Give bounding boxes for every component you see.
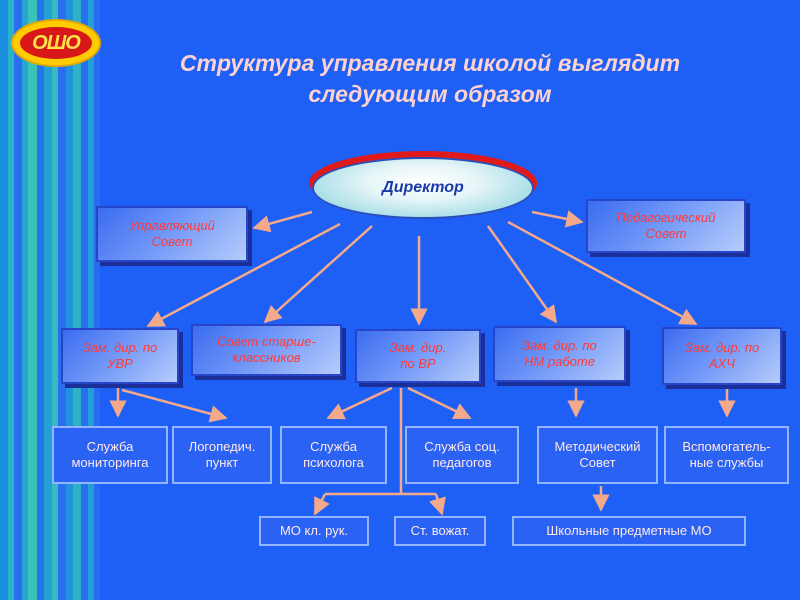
deputy-vr-line-2: по ВР (400, 356, 436, 371)
arrow-to-deputy-nm (486, 225, 558, 324)
governing-council-box: Управляющий Совет (96, 206, 248, 262)
monitoring-service-box: Служба мониторинга (52, 426, 168, 484)
speech-therapy-box: Логопедич. пункт (172, 426, 272, 484)
social-pedagogues-box: Служба соц. педагогов (405, 426, 519, 484)
pedagogical-council-line-1: Педагогический (616, 210, 716, 225)
auxiliary-services-line-2: ные службы (689, 455, 764, 470)
deputy-akhch-line-2: АХЧ (708, 356, 736, 371)
arrow-to-pedagogical-council (531, 210, 584, 228)
school-logo-text: ОШО (20, 27, 92, 59)
deputy-nm-line-2: НМ работе (524, 354, 595, 369)
senior-student-council-box: Совет старше- классников (191, 324, 342, 376)
senior-student-council-line-2: классников (232, 350, 301, 365)
speech-therapy-line-1: Логопедич. (188, 439, 256, 454)
page-title-line-2: следующим образом (308, 81, 552, 107)
arrow-to-psychologist-service (326, 386, 393, 420)
page-title-line-1: Структура управления школой выглядит (179, 50, 681, 76)
social-pedagogues-line-2: педагогов (432, 455, 492, 470)
methodical-council-line-2: Совет (579, 455, 616, 470)
psychologist-service-line-2: психолога (303, 455, 364, 470)
methodical-council-box: Методический Совет (537, 426, 658, 484)
arrow-to-mo-class-teachers (313, 493, 330, 516)
deputy-nm-line-1: Зам. дир. по (522, 338, 597, 353)
deputy-uvr-box: Зам. дир. по УВР (61, 328, 179, 384)
senior-student-council-line-1: Совет старше- (217, 334, 316, 349)
speech-therapy-line-2: пункт (205, 455, 239, 470)
pedagogical-council-box: Педагогический Совет (586, 199, 746, 253)
arrow-to-deputy-akhch (507, 220, 698, 326)
deputy-nm-box: Зам. дир. по НМ работе (493, 326, 626, 382)
deputy-akhch-box: Зам. дир. по АХЧ (662, 327, 782, 385)
arrow-to-senior-student-council (263, 225, 373, 324)
pedagogical-council-line-2: Совет (645, 226, 687, 241)
page-title: Структура управления школой выглядит сле… (110, 48, 750, 110)
subject-mo-label: Школьные предметные МО (546, 523, 712, 538)
governing-council-line-2: Совет (151, 234, 193, 249)
arrow-to-social-pedagogues (407, 386, 472, 420)
arrow-to-deputy-uvr (146, 222, 341, 328)
arrow-to-speech-therapy (121, 388, 228, 423)
methodical-council-line-1: Методический (554, 439, 641, 454)
governing-council-line-1: Управляющий (129, 218, 215, 233)
director-label: Директор (382, 179, 464, 196)
deputy-akhch-line-1: Зам. дир. по (684, 340, 760, 355)
deputy-vr-line-1: Зам. дир. (389, 340, 447, 355)
arrow-to-governing-council (252, 210, 313, 233)
psychologist-service-line-1: Служба (310, 439, 357, 454)
director-node: Директор (312, 157, 534, 219)
senior-counselor-label: Ст. вожат. (410, 523, 470, 538)
deputy-uvr-line-1: Зам. дир. по (82, 340, 158, 355)
auxiliary-services-box: Вспомогатель- ные службы (664, 426, 789, 484)
arrow-to-senior-counselor (429, 493, 446, 516)
mo-class-teachers-label: МО кл. рук. (279, 523, 349, 538)
deputy-uvr-line-2: УВР (107, 356, 133, 371)
monitoring-service-line-1: Служба (86, 439, 134, 454)
school-logo: ОШО (11, 19, 101, 67)
auxiliary-services-line-1: Вспомогатель- (682, 439, 771, 454)
social-pedagogues-line-1: Служба соц. (424, 439, 500, 454)
deputy-vr-box: Зам. дир. по ВР (355, 329, 481, 383)
subject-mo-box: Школьные предметные МО (512, 516, 746, 546)
left-stripes-decoration (0, 0, 100, 600)
mo-class-teachers-box: МО кл. рук. (259, 516, 369, 546)
psychologist-service-box: Служба психолога (280, 426, 387, 484)
senior-counselor-box: Ст. вожат. (394, 516, 486, 546)
monitoring-service-line-2: мониторинга (71, 455, 149, 470)
